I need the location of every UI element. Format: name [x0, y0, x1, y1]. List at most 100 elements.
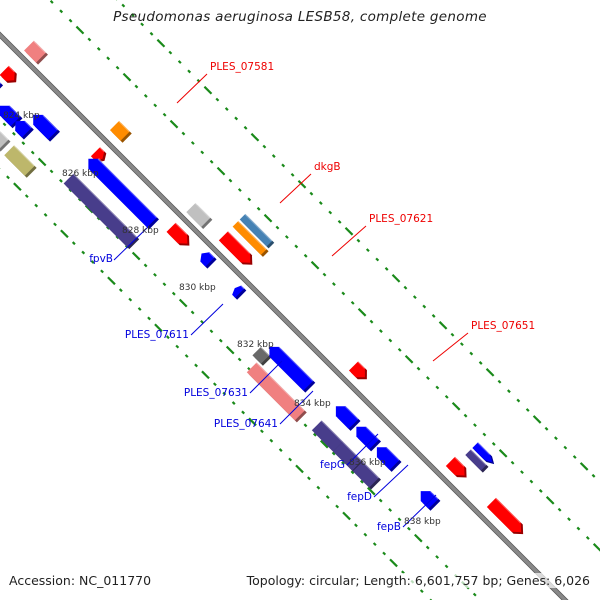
minor-tick	[331, 451, 336, 456]
gene-feature[interactable]	[232, 284, 247, 300]
gene-highlight	[357, 360, 366, 369]
gene-shape	[246, 362, 305, 421]
minor-tick	[382, 551, 387, 556]
minor-tick	[307, 476, 311, 481]
gene-shape	[186, 202, 211, 227]
minor-tick	[12, 131, 16, 136]
kbp-label: 828 kbp	[122, 226, 159, 236]
minor-tick	[516, 398, 521, 403]
gene-feature[interactable]	[246, 361, 307, 423]
gene-feature[interactable]	[335, 405, 361, 431]
gene-feature[interactable]	[356, 426, 382, 452]
gene-feature[interactable]	[465, 448, 489, 473]
gene-shape	[88, 158, 157, 228]
gene-label[interactable]: PLES_07611	[125, 329, 189, 341]
minor-tick	[525, 408, 530, 412]
gene-feature[interactable]	[24, 39, 48, 65]
major-tick	[216, 166, 226, 176]
major-tick	[263, 213, 273, 223]
minor-tick	[397, 347, 402, 352]
minor-tick	[162, 112, 167, 117]
gene-feature[interactable]	[333, 440, 365, 473]
gene-feature[interactable]	[33, 114, 60, 142]
genome-summary: Topology: circular; Length: 6,601,757 bp…	[246, 573, 590, 588]
gene-label[interactable]: fpvB	[89, 253, 113, 265]
minor-tick	[397, 517, 402, 522]
gene-feature[interactable]	[252, 346, 272, 366]
minor-tick	[171, 291, 176, 296]
gene-label[interactable]: fepB	[377, 521, 401, 533]
minor-tick	[557, 507, 562, 512]
minor-tick	[162, 282, 167, 287]
gene-label[interactable]: PLES_07581	[210, 61, 274, 73]
major-tick	[319, 439, 329, 449]
gene-label[interactable]: PLES_07641	[214, 418, 278, 430]
minor-tick	[130, 13, 135, 17]
gene-feature[interactable]	[186, 202, 213, 229]
major-tick	[131, 251, 141, 261]
gene-feature[interactable]	[0, 127, 11, 152]
gene-feature[interactable]	[200, 251, 217, 269]
gene-feature[interactable]	[218, 230, 253, 265]
minor-tick	[260, 429, 264, 434]
gene-highlight	[386, 446, 401, 461]
gene-label[interactable]: PLES_07631	[184, 387, 248, 399]
gene-feature[interactable]	[15, 120, 34, 140]
gene-feature[interactable]	[348, 360, 367, 380]
kbp-label: 826 kbp	[62, 169, 99, 179]
minor-tick	[24, 194, 29, 199]
minor-tick	[520, 470, 524, 475]
gene-highlight	[477, 441, 491, 456]
minor-tick	[469, 351, 474, 356]
gene-label[interactable]: PLES_07651	[471, 320, 535, 332]
gene-label[interactable]: PLES_07621	[369, 213, 433, 225]
gene-feature[interactable]	[239, 213, 275, 249]
gene-highlight	[429, 490, 440, 500]
gene-highlight	[175, 222, 188, 235]
minor-tick	[529, 479, 534, 484]
gene-feature[interactable]	[352, 460, 382, 490]
minor-tick	[444, 394, 449, 399]
minor-tick	[356, 238, 361, 243]
minor-tick	[118, 288, 123, 293]
gene-feature[interactable]	[0, 65, 17, 83]
minor-tick	[237, 188, 242, 192]
gene-feature[interactable]	[0, 58, 4, 95]
gene-feature[interactable]	[269, 346, 316, 393]
major-tick	[60, 229, 69, 239]
gene-feature[interactable]	[109, 120, 132, 143]
gene-feature[interactable]	[472, 441, 495, 465]
gene-label[interactable]: fepG	[320, 459, 345, 471]
gene-feature[interactable]	[166, 222, 190, 246]
gene-label[interactable]: dkgB	[314, 161, 341, 173]
gene-feature[interactable]	[420, 490, 441, 511]
gene-feature[interactable]	[486, 497, 524, 535]
minor-tick	[363, 532, 368, 537]
gene-highlight	[208, 251, 216, 259]
minor-tick	[200, 319, 204, 324]
gene-label[interactable]: fepD	[347, 491, 372, 503]
gene-shape	[239, 213, 273, 247]
gene-shadow	[0, 82, 4, 89]
minor-tick	[269, 438, 274, 443]
gene-shape	[335, 406, 359, 429]
gene-feature[interactable]	[4, 144, 37, 178]
accession-text: Accession: NC_011770	[9, 573, 152, 588]
gene-highlight	[240, 284, 246, 290]
gene-shape	[486, 497, 522, 533]
gene-feature[interactable]	[88, 158, 159, 230]
gene-feature[interactable]	[232, 220, 269, 257]
gene-feature[interactable]	[311, 419, 345, 454]
minor-tick	[6, 175, 10, 180]
minor-tick	[591, 473, 596, 478]
major-tick	[75, 25, 85, 35]
minor-tick	[322, 272, 327, 277]
gene-feature[interactable]	[445, 456, 467, 478]
minor-tick	[288, 457, 293, 462]
minor-tick	[96, 47, 101, 51]
gene-feature[interactable]	[63, 172, 140, 250]
gene-feature[interactable]	[376, 446, 402, 472]
gene-shape	[445, 456, 465, 476]
